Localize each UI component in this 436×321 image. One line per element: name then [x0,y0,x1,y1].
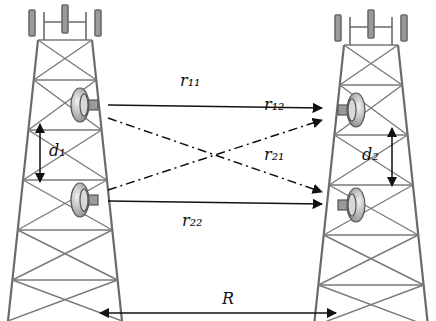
path-label: r₂₂ [180,212,204,230]
spacing-label: d₁ [47,142,68,160]
path-label: r₁₂ [262,96,286,114]
spacing-label: d₂ [360,146,381,164]
path-label: r₂₁ [262,146,286,164]
path-label: r₁₁ [178,72,202,90]
distance-label: R [220,290,236,308]
